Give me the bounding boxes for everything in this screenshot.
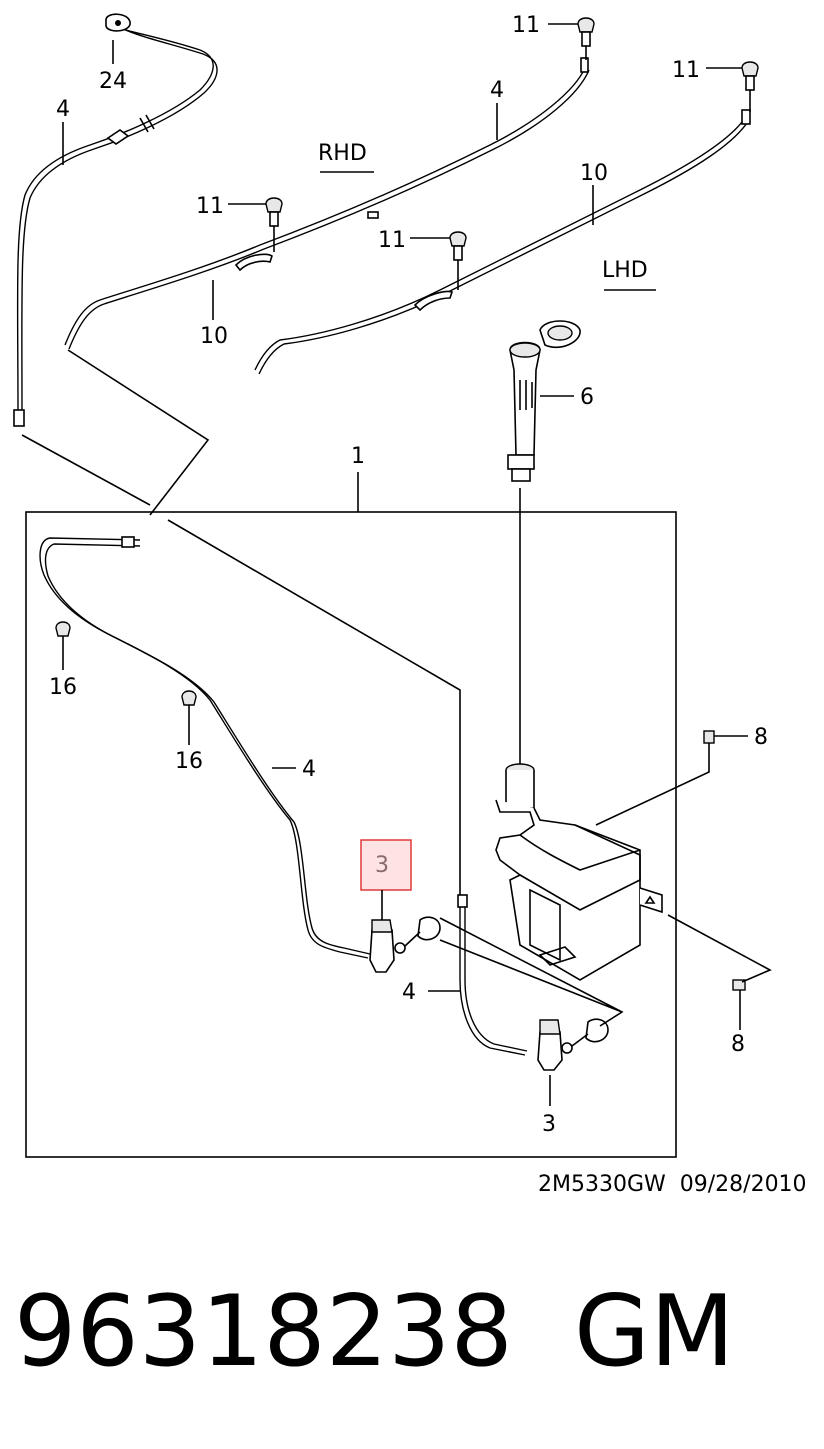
label-nozzle-11-rhd: 11 xyxy=(196,194,224,219)
part-number: 96318238 xyxy=(14,1275,513,1389)
drawing-code: 2M5330GW 09/28/2010 xyxy=(538,1172,807,1197)
label-clip-16-b: 16 xyxy=(175,749,203,774)
top-leader-lines xyxy=(62,23,742,320)
nozzle-11-rhd-icon xyxy=(265,197,283,252)
filler-neck-6-icon xyxy=(507,320,581,482)
nozzle-11-top-icon xyxy=(577,17,595,60)
clip-24-icon xyxy=(105,13,131,32)
label-hose-10-right: 10 xyxy=(580,161,608,186)
label-hose-4-box-left: 4 xyxy=(302,757,316,782)
assembly-1-box xyxy=(25,511,677,1158)
label-bolt-8-top: 8 xyxy=(754,725,768,750)
label-assembly-1: 1 xyxy=(351,444,365,469)
label-hose-10-left: 10 xyxy=(200,324,228,349)
pump-3-highlight-box xyxy=(360,839,412,891)
label-hose-4-box-right: 4 xyxy=(402,980,416,1005)
lhd-main-hose xyxy=(254,109,751,375)
bolt-8-bottom-icon xyxy=(667,914,772,1025)
pump-3-right-icon xyxy=(537,1018,609,1071)
clip-16-b-icon xyxy=(181,690,197,745)
label-nozzle-11-right: 11 xyxy=(672,58,700,83)
label-bolt-8-bottom: 8 xyxy=(731,1032,745,1057)
rhd-main-hose xyxy=(64,57,590,350)
hose-4-box-left xyxy=(39,536,371,959)
washer-reservoir-icon xyxy=(495,488,663,981)
nozzle-11-lhd-icon xyxy=(449,231,467,290)
hose-4-box-right xyxy=(457,894,528,1056)
clip-16-a-icon xyxy=(55,621,71,670)
label-clip-24: 24 xyxy=(99,69,127,94)
label-nozzle-11-top: 11 xyxy=(512,13,540,38)
pump-bracket-lines xyxy=(439,917,624,1027)
label-hose-4-top: 4 xyxy=(490,78,504,103)
rhd-left-hose xyxy=(13,27,218,427)
nozzle-11-right-icon xyxy=(741,61,759,112)
box-leader-diagonal xyxy=(167,519,461,895)
brand-name: GM xyxy=(574,1275,735,1389)
label-pump-3-highlighted: 3 xyxy=(375,853,389,878)
label-rhd: RHD xyxy=(318,141,367,166)
assembly-connector-lines xyxy=(21,349,359,516)
pump-3-left-icon xyxy=(369,916,441,973)
label-pump-3: 3 xyxy=(542,1112,556,1137)
label-nozzle-11-lhd: 11 xyxy=(378,228,406,253)
label-filler-6: 6 xyxy=(580,385,594,410)
label-clip-16-a: 16 xyxy=(49,675,77,700)
bolt-8-top-icon xyxy=(595,730,748,826)
label-lhd: LHD xyxy=(602,258,648,283)
label-hose-4-left: 4 xyxy=(56,97,70,122)
